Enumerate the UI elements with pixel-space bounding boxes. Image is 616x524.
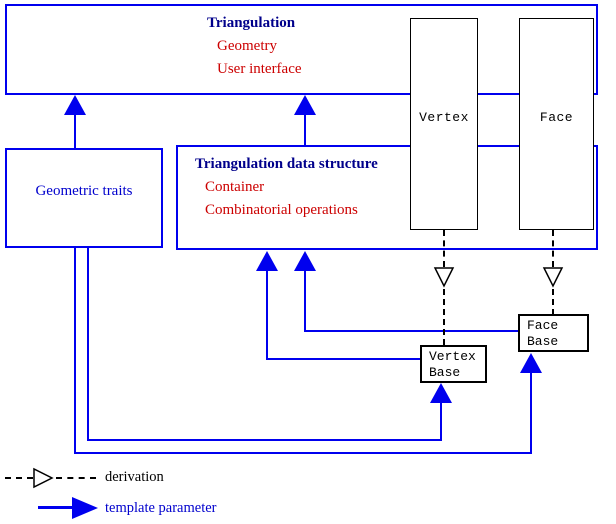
- arrow-traits-to-facebase-down: [74, 248, 76, 454]
- legend-template-parameter-shaft: [38, 506, 78, 509]
- derivation-vertex-dash-lower: [443, 289, 445, 345]
- face-class-label: Face: [539, 110, 574, 125]
- arrow-traits-to-vertexbase-down: [87, 248, 89, 441]
- arrow-facebase-to-tds-connector: [304, 330, 518, 332]
- legend-derivation-triangle-icon: [33, 467, 54, 489]
- legend-derivation-label: derivation: [105, 469, 164, 485]
- geometric-traits-label: Geometric traits: [35, 183, 133, 199]
- legend-derivation-dash-right: [56, 477, 96, 479]
- arrow-facebase-to-tds-head-icon: [294, 251, 316, 271]
- triangulation-title: Triangulation: [207, 15, 296, 31]
- derivation-face-dash-lower: [552, 289, 554, 315]
- vertex-base-box: Vertex Base: [420, 345, 487, 383]
- arrow-facebase-to-tds-shaft: [304, 268, 306, 332]
- vertex-class-box: Vertex: [410, 18, 478, 230]
- derivation-vertex-triangle-icon: [433, 267, 455, 288]
- arrow-traits-to-facebase-head-icon: [520, 353, 542, 373]
- container-label: Container: [205, 179, 265, 195]
- legend-template-parameter-head-icon: [72, 497, 98, 519]
- geometry-label: Geometry: [217, 38, 277, 54]
- legend-derivation-dash-left: [5, 477, 33, 479]
- triangulation-box: Triangulation Geometry User interface: [5, 4, 598, 95]
- arrow-vertexbase-to-tds-connector: [266, 358, 420, 360]
- vertex-base-line1: Vertex: [429, 349, 476, 364]
- arrow-traits-to-triangulation-head-icon: [64, 95, 86, 115]
- triangulation-data-structure-box: Triangulation data structure Container C…: [176, 145, 598, 250]
- arrow-vertexbase-to-tds-shaft: [266, 268, 268, 360]
- face-base-box: Face Base: [518, 314, 589, 352]
- arrow-traits-to-facebase-up: [530, 370, 532, 454]
- geometric-traits-box: Geometric traits: [5, 148, 163, 248]
- arrow-vertexbase-to-tds-head-icon: [256, 251, 278, 271]
- tds-title: Triangulation data structure: [195, 156, 378, 172]
- arrow-tds-to-triangulation-head-icon: [294, 95, 316, 115]
- vertex-base-line2: Base: [429, 365, 461, 380]
- derivation-vertex-dash-upper: [443, 230, 445, 267]
- arrow-traits-to-vertexbase-across: [87, 439, 442, 441]
- arrow-tds-to-triangulation-shaft: [304, 112, 306, 145]
- arrow-traits-to-triangulation-shaft: [74, 112, 76, 148]
- vertex-class-label: Vertex: [419, 110, 469, 125]
- arrow-traits-to-vertexbase-head-icon: [430, 383, 452, 403]
- derivation-face-triangle-icon: [542, 267, 564, 288]
- combinatorial-operations-label: Combinatorial operations: [205, 202, 358, 218]
- legend-template-parameter-label: template parameter: [105, 500, 217, 516]
- arrow-traits-to-facebase-across: [74, 452, 532, 454]
- face-class-box: Face: [519, 18, 594, 230]
- face-base-line2: Base: [527, 334, 559, 349]
- derivation-face-dash-upper: [552, 230, 554, 267]
- face-base-line1: Face: [527, 318, 559, 333]
- arrow-traits-to-vertexbase-up: [440, 400, 442, 441]
- user-interface-label: User interface: [217, 61, 302, 77]
